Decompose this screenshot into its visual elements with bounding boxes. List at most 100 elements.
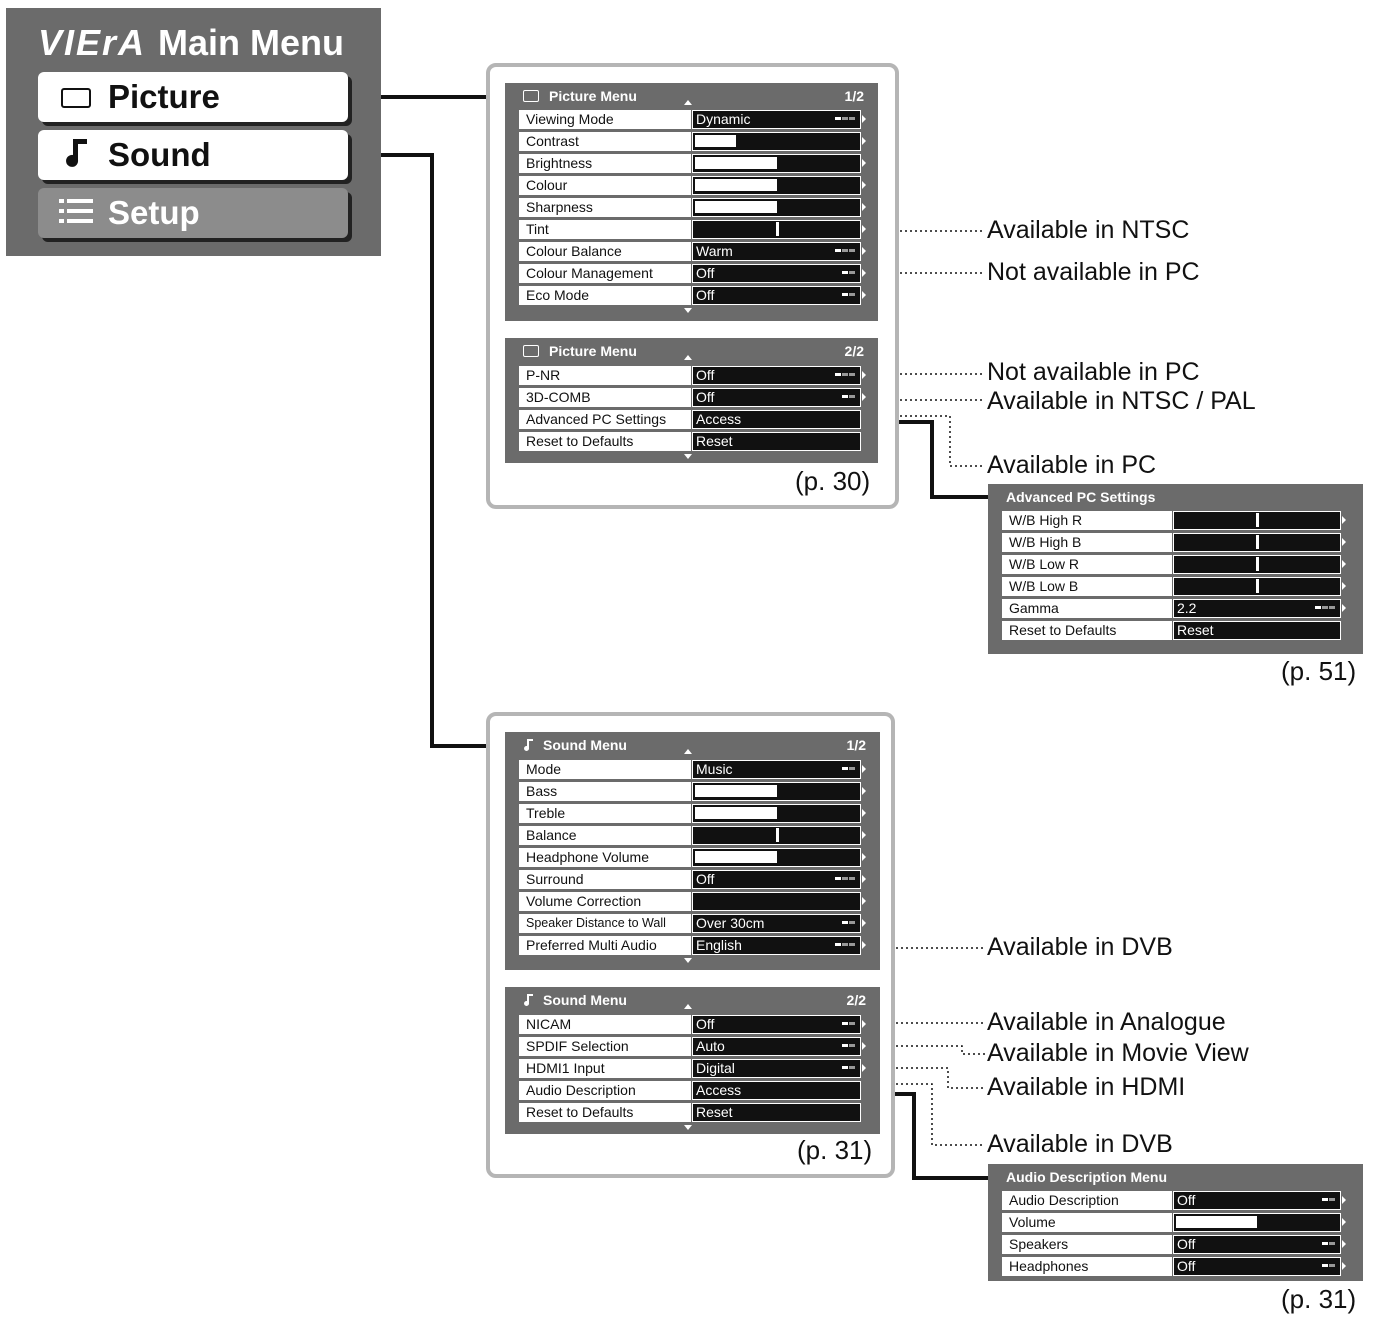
menu-row-value[interactable]	[692, 782, 861, 801]
arrow-right-icon[interactable]	[862, 1042, 866, 1050]
menu-row[interactable]: Volume	[1002, 1213, 1349, 1232]
arrow-left-icon[interactable]	[687, 787, 691, 795]
menu-row[interactable]: Balance	[519, 826, 866, 845]
arrow-left-icon[interactable]	[687, 203, 691, 211]
arrow-left-icon[interactable]	[687, 875, 691, 883]
arrow-left-icon[interactable]	[1168, 604, 1172, 612]
arrow-left-icon[interactable]	[1168, 1196, 1172, 1204]
menu-row-value[interactable]: Digital	[692, 1059, 861, 1078]
menu-row[interactable]: Brightness	[519, 154, 866, 173]
menu-row-value[interactable]: Off	[1173, 1191, 1341, 1210]
menu-row-value[interactable]	[1173, 511, 1341, 530]
menu-row-value[interactable]: Warm	[692, 242, 861, 261]
arrow-left-icon[interactable]	[687, 371, 691, 379]
menu-row[interactable]: W/B Low B	[1002, 577, 1349, 596]
menu-row-value[interactable]	[1173, 1213, 1341, 1232]
menu-row[interactable]: Contrast	[519, 132, 866, 151]
menu-row-value[interactable]	[692, 176, 861, 195]
arrow-left-icon[interactable]	[687, 941, 691, 949]
arrow-right-icon[interactable]	[862, 137, 866, 145]
arrow-right-icon[interactable]	[1342, 1240, 1346, 1248]
arrow-right-icon[interactable]	[862, 115, 866, 123]
arrow-right-icon[interactable]	[1342, 582, 1346, 590]
arrow-right-icon[interactable]	[862, 765, 866, 773]
arrow-left-icon[interactable]	[1168, 560, 1172, 568]
arrow-right-icon[interactable]	[862, 203, 866, 211]
arrow-left-icon[interactable]	[687, 269, 691, 277]
arrow-left-icon[interactable]	[1168, 1218, 1172, 1226]
arrow-right-icon[interactable]	[1342, 560, 1346, 568]
arrow-left-icon[interactable]	[687, 181, 691, 189]
arrow-left-icon[interactable]	[687, 393, 691, 401]
scroll-up-icon[interactable]	[684, 1004, 692, 1009]
arrow-left-icon[interactable]	[687, 765, 691, 773]
menu-row-value[interactable]	[692, 804, 861, 823]
arrow-left-icon[interactable]	[1168, 1262, 1172, 1270]
menu-row[interactable]: Volume Correction	[519, 892, 866, 911]
scroll-down-icon[interactable]	[684, 958, 692, 963]
menu-row-value[interactable]: Off	[692, 366, 861, 385]
arrow-left-icon[interactable]	[687, 853, 691, 861]
arrow-right-icon[interactable]	[1342, 1262, 1346, 1270]
menu-row-value[interactable]	[692, 220, 861, 239]
menu-row-value[interactable]: Off	[692, 870, 861, 889]
menu-row-value[interactable]	[692, 154, 861, 173]
arrow-right-icon[interactable]	[862, 225, 866, 233]
arrow-right-icon[interactable]	[862, 809, 866, 817]
main-menu-item-setup[interactable]: Setup	[38, 188, 348, 238]
arrow-right-icon[interactable]	[862, 269, 866, 277]
menu-row-value[interactable]	[1173, 533, 1341, 552]
arrow-left-icon[interactable]	[687, 137, 691, 145]
menu-row-value[interactable]: Off	[1173, 1257, 1341, 1276]
menu-row-value[interactable]: Off	[692, 388, 861, 407]
menu-row-value[interactable]	[692, 848, 861, 867]
arrow-left-icon[interactable]	[687, 919, 691, 927]
menu-row-value[interactable]: Over 30cm	[692, 914, 861, 933]
menu-row-value[interactable]: Reset	[692, 432, 861, 451]
arrow-right-icon[interactable]	[862, 291, 866, 299]
arrow-left-icon[interactable]	[687, 159, 691, 167]
arrow-right-icon[interactable]	[862, 787, 866, 795]
menu-row-value[interactable]: Access	[692, 1081, 861, 1100]
menu-row-value[interactable]: 2.2	[1173, 599, 1341, 618]
menu-row-value[interactable]: English	[692, 936, 861, 955]
menu-row-value[interactable]: Dynamic	[692, 110, 861, 129]
arrow-right-icon[interactable]	[1342, 604, 1346, 612]
menu-row[interactable]: W/B High R	[1002, 511, 1349, 530]
arrow-right-icon[interactable]	[862, 919, 866, 927]
arrow-left-icon[interactable]	[687, 1020, 691, 1028]
arrow-right-icon[interactable]	[862, 371, 866, 379]
menu-row[interactable]: Tint	[519, 220, 866, 239]
menu-row-value[interactable]	[692, 826, 861, 845]
scroll-up-icon[interactable]	[684, 355, 692, 360]
arrow-left-icon[interactable]	[687, 115, 691, 123]
menu-row-value[interactable]: Off	[1173, 1235, 1341, 1254]
menu-row-value[interactable]: Access	[692, 410, 861, 429]
menu-row-value[interactable]	[692, 198, 861, 217]
menu-row-value[interactable]: Off	[692, 1015, 861, 1034]
menu-row[interactable]: Sharpness	[519, 198, 866, 217]
menu-row-value[interactable]: Off	[692, 286, 861, 305]
arrow-right-icon[interactable]	[862, 897, 866, 905]
menu-row-value[interactable]: Reset	[1173, 621, 1341, 640]
menu-row[interactable]: Treble	[519, 804, 866, 823]
menu-row-value[interactable]: Reset	[692, 1103, 861, 1122]
arrow-left-icon[interactable]	[687, 809, 691, 817]
scroll-down-icon[interactable]	[684, 1125, 692, 1130]
